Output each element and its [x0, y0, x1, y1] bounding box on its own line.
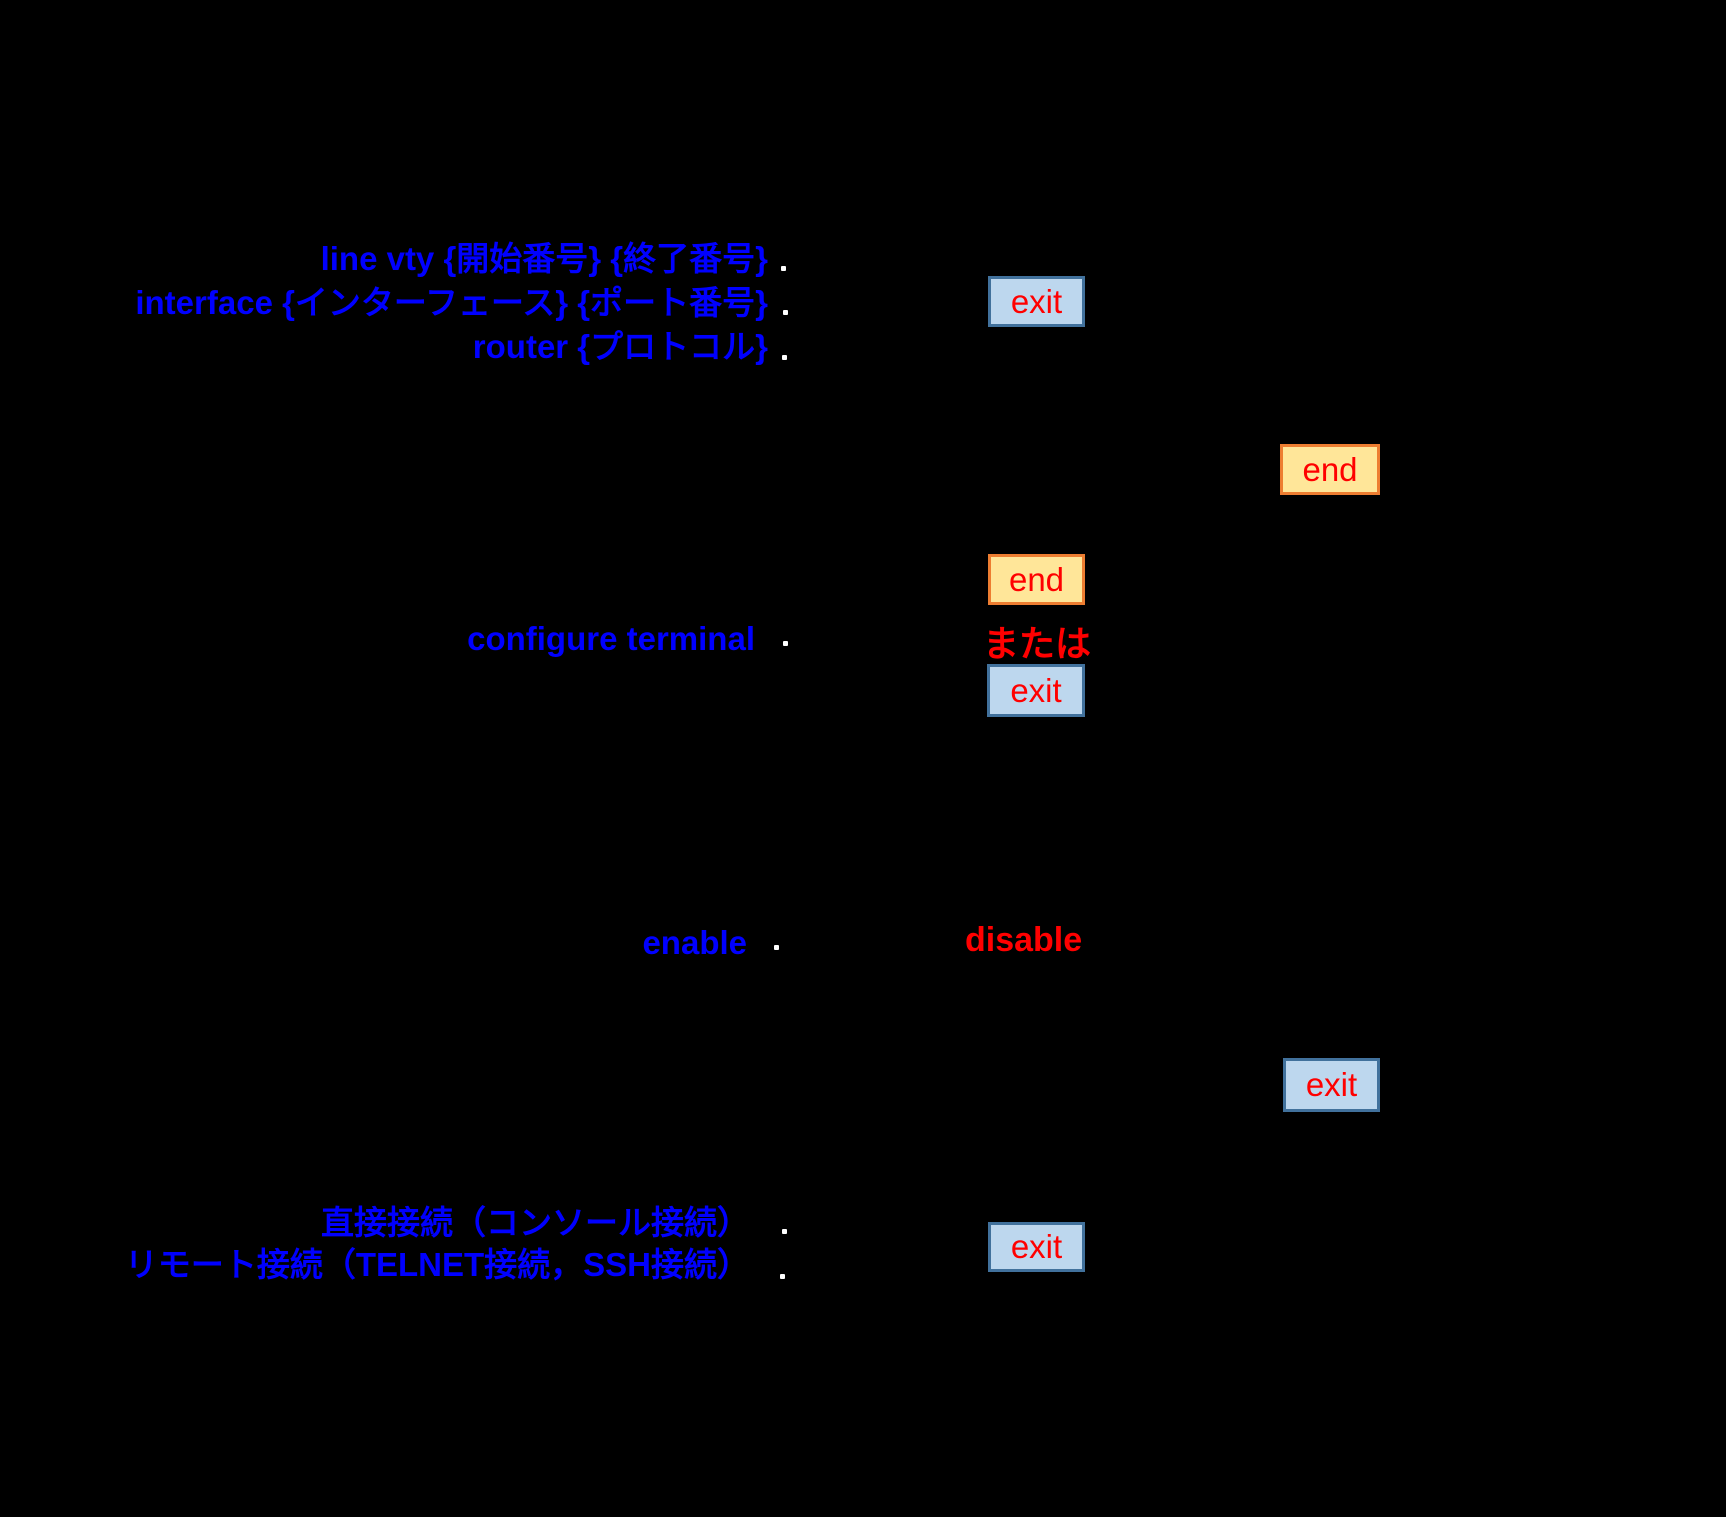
- exit-box-user-mode: exit: [988, 1222, 1085, 1272]
- disable-label: disable: [965, 921, 1083, 959]
- end-box-config-to-privileged: end: [1280, 444, 1380, 495]
- or-label: または: [983, 623, 1092, 664]
- period-dot: [781, 266, 786, 271]
- command-router: router {プロトコル}: [472, 328, 768, 365]
- exit-label: exit: [1010, 1228, 1063, 1265]
- end-label: end: [1302, 450, 1358, 488]
- exit-box-privileged: exit: [1283, 1058, 1380, 1112]
- period-dot: [780, 1274, 785, 1279]
- period-dot: [783, 310, 788, 315]
- command-interface: interface {インターフェース} {ポート番号}: [135, 284, 768, 321]
- end-label: end: [1008, 560, 1065, 598]
- connection-methods: 直接接続（コンソール接続） リモート接続（TELNET接続，SSH接続）: [100, 1202, 750, 1286]
- remote-connection-label: リモート接続（TELNET接続，SSH接続）: [124, 1246, 750, 1283]
- console-connection-label: 直接接続（コンソール接続）: [321, 1204, 750, 1241]
- command-line-vty: line vty {開始番号} {終了番号}: [320, 240, 768, 277]
- period-dot: [782, 1229, 787, 1234]
- period-dot: [782, 355, 787, 360]
- end-box-global-config: end: [988, 554, 1085, 605]
- exit-box-config-mode: exit: [988, 276, 1085, 327]
- command-enable: enable: [642, 924, 747, 961]
- period-dot: [774, 945, 779, 950]
- exit-label: exit: [1305, 1066, 1358, 1103]
- exit-box-global-config: exit: [987, 664, 1085, 717]
- exit-label: exit: [1010, 671, 1062, 709]
- exit-label: exit: [1010, 282, 1063, 320]
- period-dot: [783, 641, 788, 646]
- command-configure-terminal: configure terminal: [467, 620, 755, 657]
- config-mode-commands: line vty {開始番号} {終了番号} interface {インターフェ…: [100, 237, 768, 369]
